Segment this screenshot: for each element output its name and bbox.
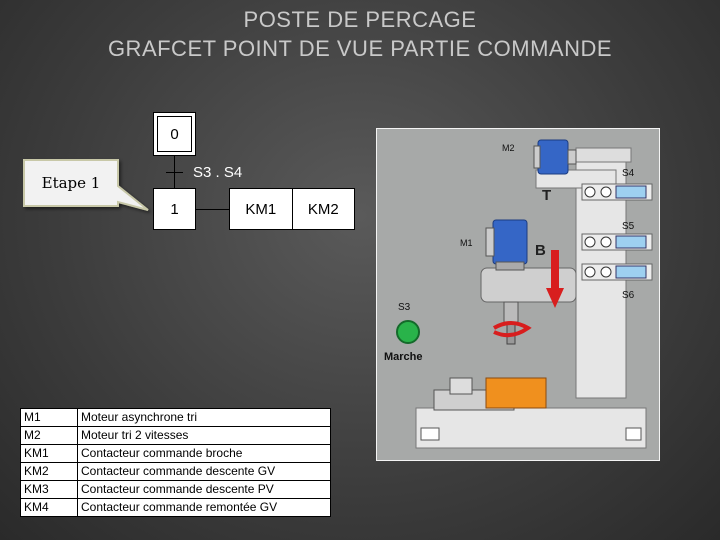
- sensor-s6: [581, 263, 653, 281]
- legend-code: M2: [20, 426, 78, 445]
- grafcet-transition-bar: [166, 172, 183, 173]
- grafcet-transition-label: S3 . S4: [193, 164, 243, 181]
- label-s6: S6: [622, 290, 635, 301]
- vise-icon: [433, 377, 547, 411]
- label-t: T: [542, 187, 551, 204]
- legend-code: KM2: [20, 462, 78, 481]
- callout-label: Etape 1: [41, 174, 101, 192]
- legend-desc: Contacteur commande broche: [77, 444, 331, 463]
- motor-m1-icon: [485, 219, 528, 271]
- legend-desc: Moteur asynchrone tri: [77, 408, 331, 427]
- page-title-line1: POSTE DE PERCAGE: [243, 7, 477, 32]
- label-m2: M2: [502, 143, 515, 153]
- grafcet-action-km2: KM2: [291, 189, 355, 229]
- sensor-s5: [581, 233, 653, 251]
- legend-code: KM1: [20, 444, 78, 463]
- machine-base: [415, 407, 647, 449]
- legend-desc: Contacteur commande descente PV: [77, 480, 331, 499]
- page-title-line2: GRAFCET POINT DE VUE PARTIE COMMANDE: [107, 36, 613, 61]
- legend-desc: Contacteur commande remontée GV: [77, 498, 331, 517]
- label-m1: M1: [460, 238, 473, 248]
- rotation-arrow-icon: [492, 321, 532, 338]
- drill-head: [480, 267, 577, 303]
- grafcet-action-km1: KM1: [245, 200, 277, 218]
- descent-arrow-icon: [546, 250, 564, 308]
- legend-code: M1: [20, 408, 78, 427]
- legend-code: KM4: [20, 498, 78, 517]
- sensor-s4: [581, 183, 653, 201]
- grafcet-initial-step: 0: [153, 112, 196, 156]
- label-s4: S4: [622, 168, 635, 179]
- label-s5: S5: [622, 221, 635, 232]
- label-b: B: [535, 242, 546, 259]
- label-s3: S3: [398, 302, 411, 313]
- grafcet-step-1: 1: [153, 188, 196, 230]
- legend-desc: Moteur tri 2 vitesses: [77, 426, 331, 445]
- motor-m2-icon: [533, 139, 577, 175]
- legend-code: KM3: [20, 480, 78, 499]
- drilling-machine-illustration: M2 M1 S4 S5 S6 S3 T B Marche: [376, 128, 660, 461]
- label-marche: Marche: [384, 351, 423, 363]
- start-button-icon: [396, 320, 420, 344]
- grafcet-action-box: KM1 KM2: [229, 188, 355, 230]
- grafcet-action-link: [196, 209, 229, 210]
- grafcet-initial-step-inner: 0: [157, 116, 192, 152]
- callout-shape: [23, 159, 149, 211]
- legend-desc: Contacteur commande descente GV: [77, 462, 331, 481]
